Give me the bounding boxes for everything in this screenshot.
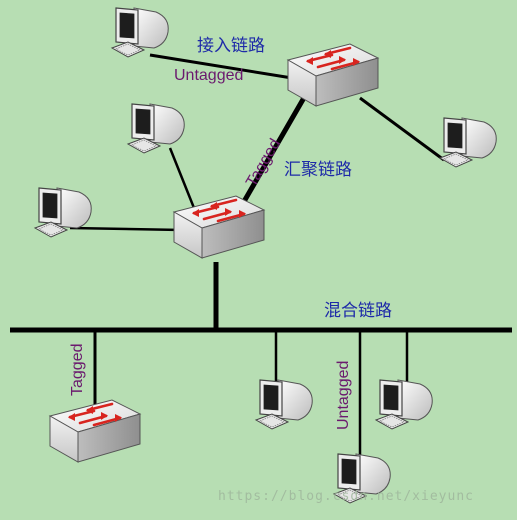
computer-icon [439,117,497,168]
computer-icon [255,379,313,430]
access-link-label: 接入链路 [197,36,265,56]
hybrid-link-label: 混合链路 [324,301,392,321]
access-link-line [149,53,293,80]
untagged-bottom-label: Untagged [335,360,352,430]
computer-icon [111,7,169,58]
computer-icon [34,187,92,238]
switch-icon [172,194,266,260]
untagged-top-label: Untagged [174,67,244,84]
links [10,53,512,462]
pc-to-switch-left-line [69,226,183,232]
watermark-url: https://blog.csdn.net/xieyunc [218,489,474,504]
tagged-left-label: Tagged [69,343,86,397]
switch-icon [48,398,142,464]
computer-icon [375,379,433,430]
trunk-link-line [239,94,308,207]
computer-icon [127,103,185,154]
pc-to-switch-line [168,147,200,219]
trunk-link-label: 汇聚链路 [284,160,352,180]
access-link-right-line [359,96,445,162]
switch-icon [286,42,380,108]
